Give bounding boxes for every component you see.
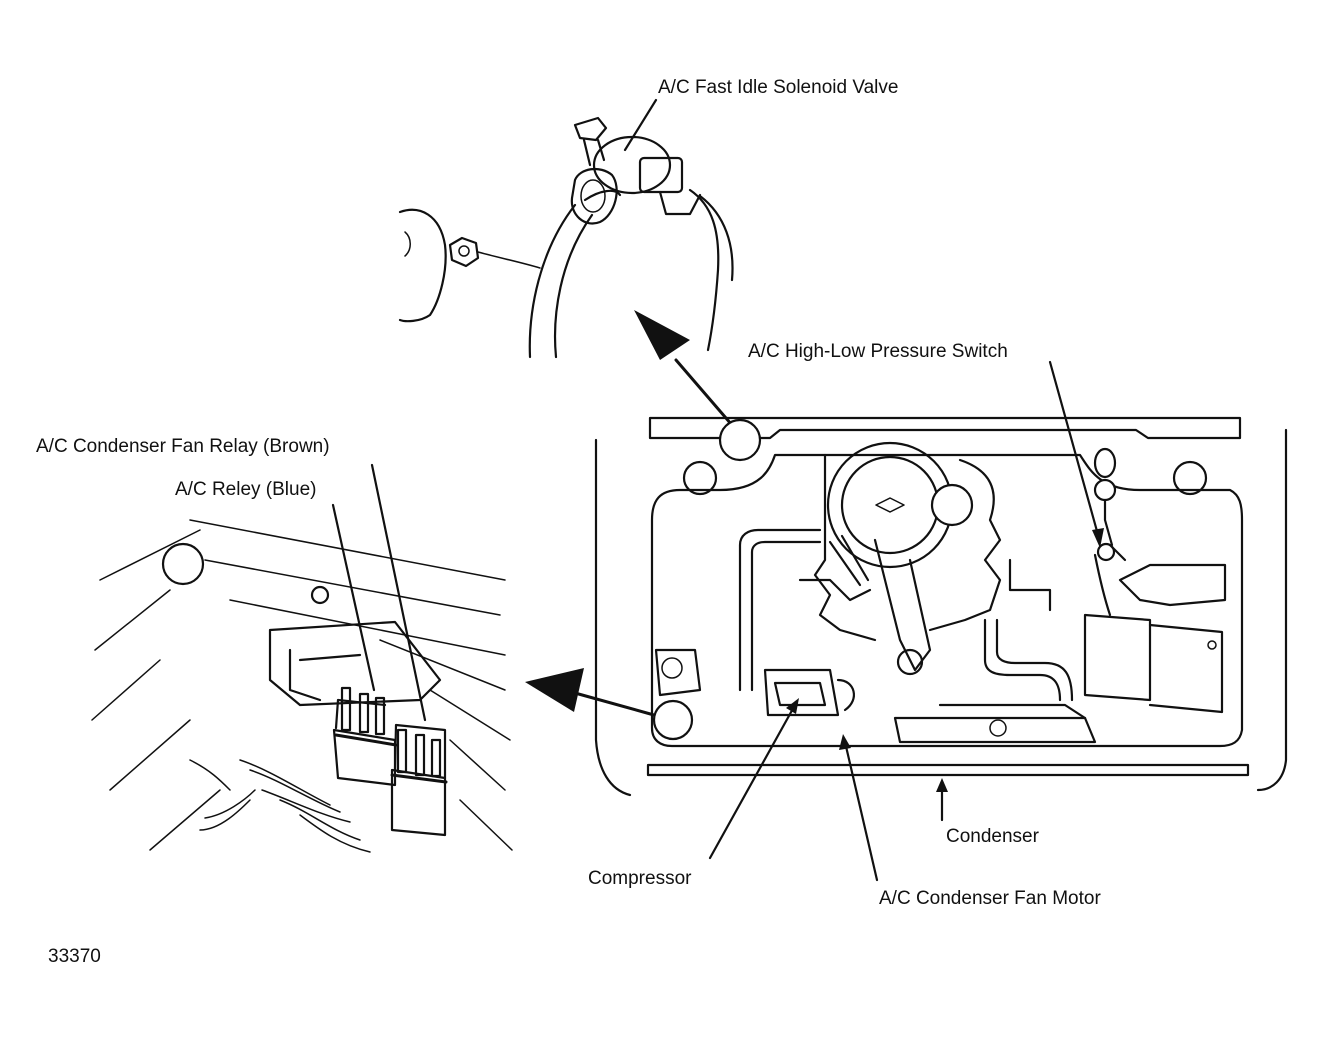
engine-bay-callouts: A/C High-Low Pressure Switch Condenser C…	[588, 341, 1104, 909]
fast-idle-solenoid-inset: A/C Fast Idle Solenoid Valve	[398, 77, 898, 359]
arrow-to-relay-inset	[525, 668, 656, 717]
arrow-to-solenoid-inset	[634, 310, 740, 434]
label-condenser: Condenser	[946, 826, 1040, 847]
label-high-low-pressure-switch: A/C High-Low Pressure Switch	[748, 341, 1008, 362]
label-condenser-fan-motor: A/C Condenser Fan Motor	[879, 888, 1101, 909]
label-ac-relay: A/C Reley (Blue)	[175, 479, 317, 500]
label-compressor: Compressor	[588, 868, 692, 889]
label-condenser-fan-relay: A/C Condenser Fan Relay (Brown)	[36, 436, 330, 457]
engine-bay-overview	[594, 416, 1288, 797]
label-fast-idle-solenoid-valve: A/C Fast Idle Solenoid Valve	[658, 77, 898, 98]
figure-number: 33370	[48, 946, 101, 967]
relay-inset: A/C Condenser Fan Relay (Brown) A/C Rele…	[36, 436, 513, 853]
